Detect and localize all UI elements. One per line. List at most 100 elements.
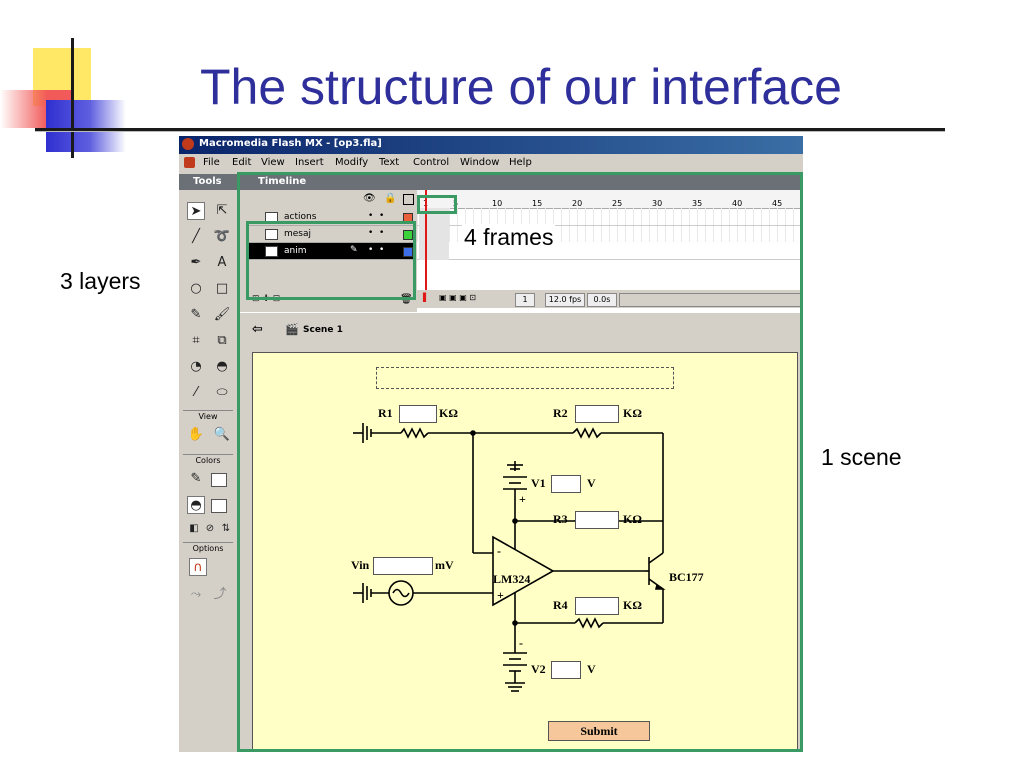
playhead[interactable] [425,190,427,290]
opamp-minus: - [497,544,501,558]
oval-tool-icon[interactable]: ○ [190,281,202,296]
colors-section-label: Colors [183,454,233,467]
tools-header[interactable]: Tools [179,174,237,190]
r2-unit: KΩ [623,406,642,420]
swap-colors-icon[interactable]: ⇅ [221,523,231,534]
lasso-tool-icon[interactable]: ➰ [213,229,231,244]
straighten-option-icon[interactable]: ⤴ [213,587,227,602]
decor-horizontal-shadow [35,131,945,132]
paint-bucket-tool-icon[interactable]: ◓ [216,359,228,374]
default-colors-icon[interactable]: ◧ [189,523,199,534]
rectangle-tool-icon[interactable]: □ [215,281,229,296]
view-section-label: View [183,410,233,423]
elapsed-time: 0.0s [587,293,617,307]
r3-input[interactable] [575,511,619,529]
fill-color-swatch[interactable] [211,499,227,513]
layer-color-swatch [403,247,413,257]
window-title: Macromedia Flash MX - [op3.fla] [199,138,382,149]
r2-input[interactable] [575,405,619,423]
eyedropper-tool-icon[interactable]: ⁄ [194,385,198,400]
layer-name: mesaj [284,229,312,239]
ruler-number: 45 [772,199,783,208]
layer-mesaj[interactable]: mesaj • • [248,226,416,243]
snap-magnet-icon[interactable]: ∩ [189,558,207,576]
subselect-tool-icon[interactable]: ⇱ [216,203,228,218]
menu-control[interactable]: Control [413,157,450,168]
r3-unit: KΩ [623,512,642,526]
v1-unit: V [587,476,596,490]
no-color-icon[interactable]: ⊘ [205,523,215,534]
layers-highlight-box [246,221,416,300]
show-hide-eye-icon[interactable]: 👁 [363,193,376,204]
center-frame-icon[interactable]: ▌ [423,293,430,302]
menu-text[interactable]: Text [379,157,400,168]
stage[interactable]: R1 KΩ R2 KΩ V1 V R3 KΩ LM324 BC177 Vin m… [252,352,798,752]
vin-unit: mV [435,558,454,572]
ink-bottle-tool-icon[interactable]: ◔ [190,359,202,374]
message-text-box [376,367,674,389]
arrow-tool-icon[interactable]: ➤ [187,202,205,220]
layer-name: anim [284,246,307,256]
menu-bar: File Edit View Insert Modify Text Contro… [179,154,803,172]
options-section-label: Options [183,542,233,555]
menu-window[interactable]: Window [460,157,500,168]
brush-tool-icon[interactable]: 🖌 [213,307,231,322]
r1-label: R1 [378,406,393,420]
lock-icon[interactable]: 🔒 [384,193,397,204]
onion-skin-icons[interactable]: ▣ ▣ ▣ ⊡ [439,293,477,302]
smooth-option-icon[interactable]: ⤳ [190,587,202,602]
transistor-label: BC177 [669,570,704,584]
r1-unit: KΩ [439,406,458,420]
free-transform-tool-icon[interactable]: ⌗ [192,333,200,348]
flash-app-icon [182,138,194,150]
submit-button[interactable]: Submit [548,721,650,741]
layer-anim[interactable]: anim ✎ • • [248,243,416,260]
v2-input[interactable] [551,661,581,679]
eraser-tool-icon[interactable]: ⬭ [216,385,228,400]
zoom-tool-icon[interactable]: 🔍 [213,427,231,442]
menu-help[interactable]: Help [509,157,532,168]
timeline-header[interactable]: Timeline [240,174,803,190]
pencil-tool-icon[interactable]: ✎ [190,307,202,322]
fill-transform-tool-icon[interactable]: ⧉ [217,333,227,348]
ruler-number: 15 [532,199,543,208]
line-tool-icon[interactable]: ╱ [192,229,200,244]
document-icon[interactable] [184,157,195,168]
layer-name: actions [284,212,317,222]
fill-color-icon[interactable]: ◓ [187,496,205,514]
ruler-number: 25 [612,199,623,208]
r4-input[interactable] [575,597,619,615]
note-scene: 1 scene [821,444,902,470]
v1-input[interactable] [551,475,581,493]
v2-label: V2 [531,662,546,676]
ruler-number: 30 [652,199,663,208]
circuit-diagram: R1 KΩ R2 KΩ V1 V R3 KΩ LM324 BC177 Vin m… [351,406,704,692]
stroke-color-icon[interactable]: ✎ [190,471,202,486]
menu-edit[interactable]: Edit [232,157,252,168]
back-arrow-icon[interactable]: ⇦ [252,322,263,337]
frame-rate: 12.0 fps [545,293,585,307]
note-layers: 3 layers [60,268,141,294]
keyframes-block[interactable] [419,208,449,260]
hand-tool-icon[interactable]: ✋ [187,427,205,442]
outline-icon[interactable] [403,194,414,205]
vin-input[interactable] [373,557,433,575]
stroke-color-swatch[interactable] [211,473,227,487]
menu-insert[interactable]: Insert [295,157,324,168]
text-tool-icon[interactable]: A [217,255,227,270]
menu-file[interactable]: File [203,157,220,168]
scene-bar: ⇦ 🎬 Scene 1 [240,312,803,349]
pen-tool-icon[interactable]: ✒ [190,255,202,270]
layer-status-dots: • • [368,245,385,255]
layer-status-dots: • • [368,228,385,238]
menu-view[interactable]: View [261,157,285,168]
v2-unit: V [587,662,596,676]
r2-label: R2 [553,406,568,420]
scene-highlight-box [237,172,803,752]
v2-minus: - [519,636,523,650]
r4-label: R4 [553,598,568,612]
r1-input[interactable] [399,405,437,423]
scene-label[interactable]: Scene 1 [303,325,343,335]
layer-actions[interactable]: actions • • [248,209,416,226]
menu-modify[interactable]: Modify [335,157,369,168]
